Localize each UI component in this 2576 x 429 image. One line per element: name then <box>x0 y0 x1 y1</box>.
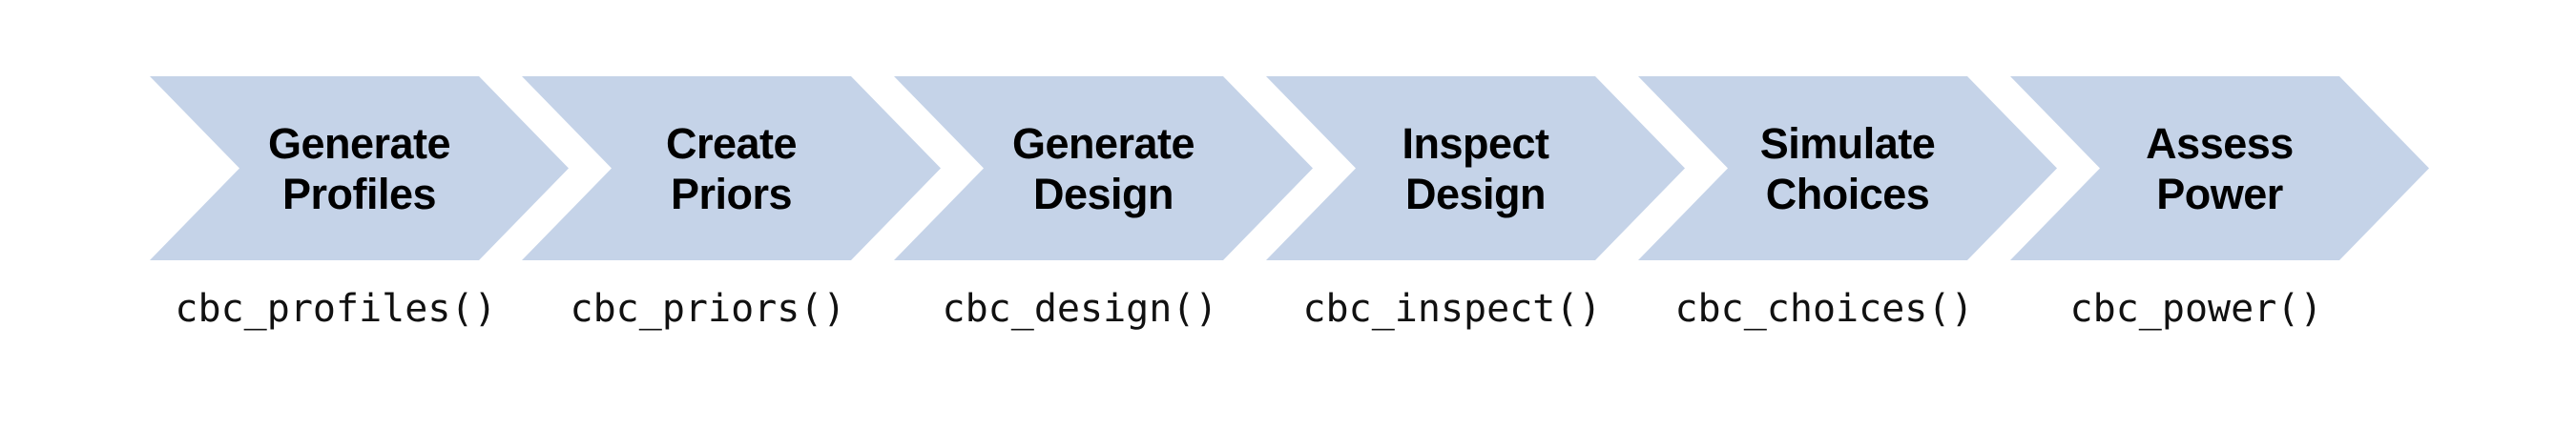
step-label-generate-design: Generate Design <box>1011 118 1195 218</box>
step-label-inspect-design: Inspect Design <box>1402 118 1549 218</box>
function-label-cbc-design: cbc_design() <box>942 287 1218 331</box>
step-label-create-priors: Create Priors <box>665 118 798 218</box>
step-label-assess-power: Assess Power <box>2146 118 2294 218</box>
function-label-cbc-priors: cbc_priors() <box>570 287 846 331</box>
step-label-generate-profiles: Generate Profiles <box>267 118 451 218</box>
function-label-cbc-choices: cbc_choices() <box>1674 287 1974 331</box>
chevron-step-generate-design: Generate Design <box>894 76 1313 260</box>
function-label-cbc-inspect: cbc_inspect() <box>1302 287 1602 331</box>
function-label-cbc-power: cbc_power() <box>2069 287 2323 331</box>
step-label-simulate-choices: Simulate Choices <box>1759 118 1936 218</box>
function-label-cbc-profiles: cbc_profiles() <box>175 287 497 331</box>
chevron-step-create-priors: Create Priors <box>522 76 941 260</box>
